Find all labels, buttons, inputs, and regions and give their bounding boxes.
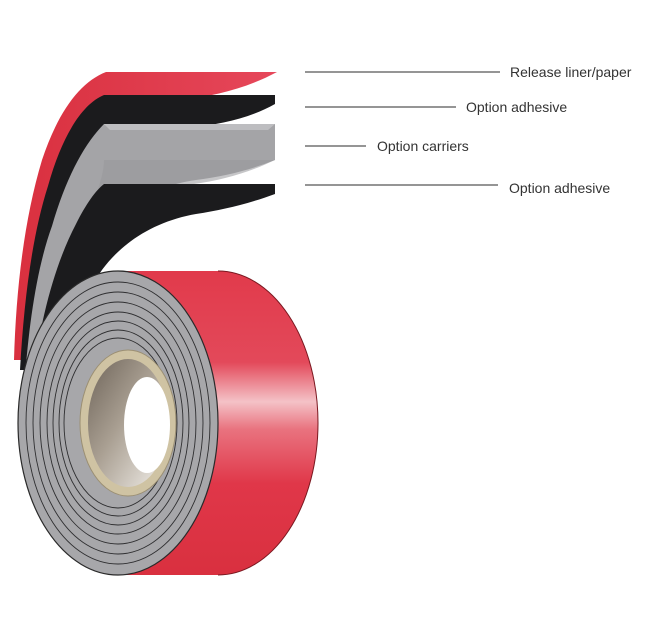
adhesive-bottom-label: Option adhesive <box>509 180 610 196</box>
roll-side-outline <box>217 270 319 576</box>
adhesive-bottom-layer <box>30 184 275 400</box>
release-liner-label: Release liner/paper <box>510 64 632 80</box>
adhesive-top-label: Option adhesive <box>466 99 567 115</box>
carriers-label: Option carriers <box>377 138 469 154</box>
roll-winding-rings <box>25 281 211 565</box>
roll-core-inner <box>124 377 170 473</box>
carrier-layer <box>24 124 275 392</box>
carrier-top-face <box>104 124 275 130</box>
